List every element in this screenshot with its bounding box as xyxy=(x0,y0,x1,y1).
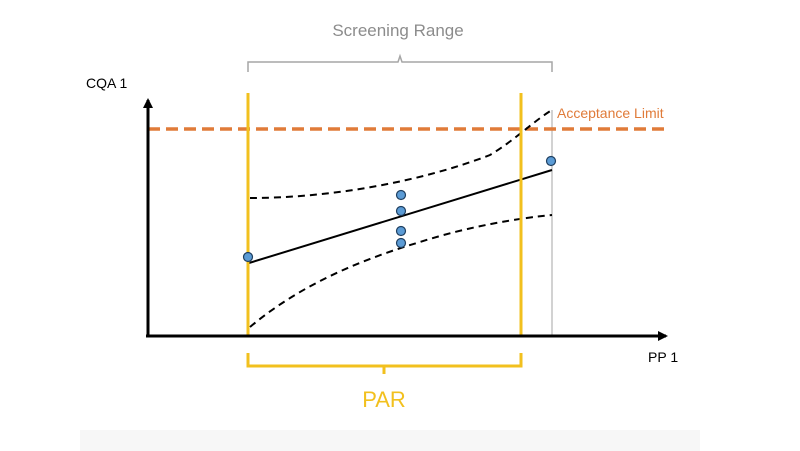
data-point xyxy=(395,225,407,237)
par-bracket xyxy=(246,353,523,374)
screening-range-label: Screening Range xyxy=(332,21,463,40)
screening-range-bracket xyxy=(247,53,553,72)
data-point xyxy=(395,205,407,217)
y-axis-label: CQA 1 xyxy=(86,75,127,91)
regression-line xyxy=(248,169,553,264)
data-point xyxy=(242,251,254,263)
acceptance-limit-label: Acceptance Limit xyxy=(557,105,664,121)
lower-confidence-band xyxy=(249,214,553,328)
data-point xyxy=(395,189,407,201)
upper-confidence-band xyxy=(249,109,553,199)
bottom-shadow-band xyxy=(80,430,700,451)
data-point xyxy=(545,155,557,167)
x-axis-label: PP 1 xyxy=(648,349,678,365)
par-label: PAR xyxy=(362,387,406,412)
data-point xyxy=(395,237,407,249)
